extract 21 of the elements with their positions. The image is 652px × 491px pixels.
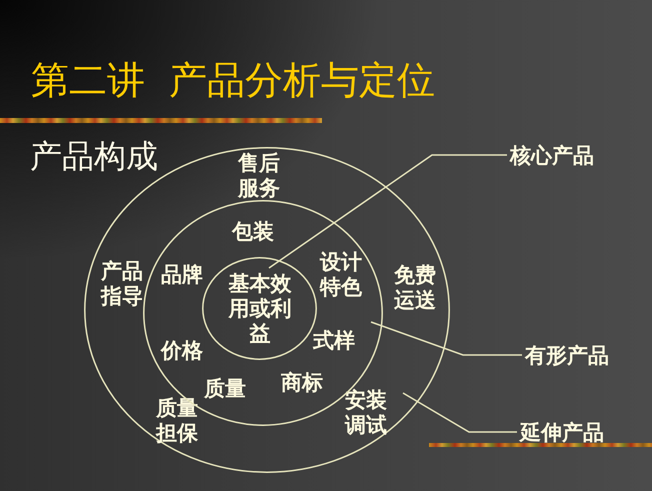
item-label: 安装调试 [344,387,388,437]
callout-label: 延伸产品 [517,420,607,444]
callout-label: 有形产品 [522,342,612,368]
item-label: 商标 [280,370,324,394]
item-label: 产品指导 [100,258,144,308]
title: 第二讲 产品分析与定位 [31,61,436,99]
item-label: 免费运送 [393,262,437,312]
item-label: 设计特色 [319,249,363,299]
item-label: 质量 [203,376,247,400]
callout-label: 核心产品 [507,142,597,168]
item-label: 质量担保 [155,395,199,445]
item-label: 包装 [231,218,275,244]
item-label: 基本效用或利益 [228,270,292,346]
item-label: 价格 [160,338,204,362]
item-label: 品牌 [160,262,204,286]
item-label: 售后服务 [237,150,281,200]
leader-line [268,154,507,269]
heading: 产品构成 [30,140,158,172]
leader-line [370,321,522,356]
leader-line [402,392,517,433]
item-label: 式样 [312,328,356,352]
